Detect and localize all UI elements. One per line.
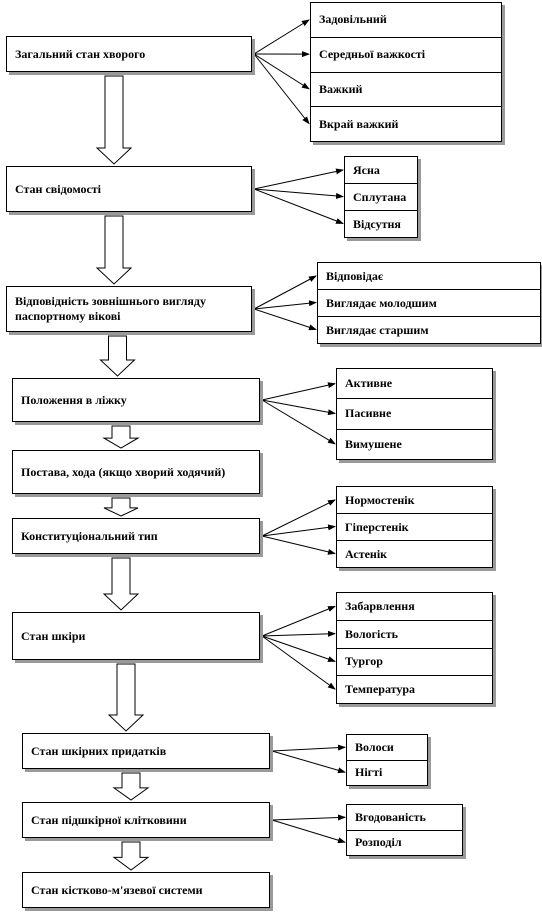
step-label: Положення в ліжку bbox=[21, 392, 127, 407]
option-item: Гіперстенік bbox=[337, 513, 492, 540]
step-consciousness: Стан свідомості bbox=[6, 166, 252, 212]
connector-arrow bbox=[271, 744, 346, 752]
connector-arrow bbox=[253, 300, 317, 310]
option-item: Вгодованість bbox=[355, 809, 426, 824]
flow-down-arrow bbox=[112, 841, 150, 871]
step-skin-condition: Стан шкіри bbox=[12, 612, 260, 660]
option-item: Важкий bbox=[311, 71, 501, 107]
step-general-condition: Загальний стан хворого bbox=[6, 36, 252, 72]
connector-arrow bbox=[253, 275, 317, 310]
flow-down-arrow bbox=[102, 557, 140, 611]
connector-arrow bbox=[253, 188, 344, 224]
step-label: Постава, хода (якщо хворий ходячий) bbox=[21, 464, 226, 479]
option-item: Вкрай важкий bbox=[311, 106, 501, 141]
connector-arrow bbox=[253, 53, 310, 90]
connector-arrow bbox=[261, 399, 336, 416]
option-item: Волоси bbox=[355, 739, 394, 754]
connector-arrow bbox=[253, 188, 344, 199]
connector-arrow bbox=[261, 635, 336, 662]
options-skin-condition: Забарвлення Вологість Тургор Температура bbox=[336, 592, 493, 704]
connector-arrow bbox=[271, 750, 346, 774]
option-item: Температура bbox=[337, 675, 492, 703]
step-bed-position: Положення в ліжку bbox=[12, 378, 260, 422]
options-constitution-type: Нормостенік Гіперстенік Астенік bbox=[336, 486, 493, 568]
connector-arrow bbox=[261, 499, 336, 537]
option-item: Активне bbox=[345, 376, 393, 391]
connector-arrow bbox=[253, 168, 344, 190]
option-item: Відсутня bbox=[345, 210, 417, 237]
option-item: Сплутана bbox=[345, 183, 417, 210]
option-item: Ясна bbox=[353, 162, 380, 177]
option-item: Нормостенік bbox=[345, 492, 415, 507]
step-label: Стан шкірних придатків bbox=[31, 743, 167, 758]
option-item: Виглядає старшим bbox=[318, 316, 540, 343]
step-label: Конституціональний тип bbox=[21, 528, 158, 543]
step-label: Стан свідомості bbox=[15, 181, 102, 196]
options-general-condition: Задовільний Середньої важкості Важкий Вк… bbox=[310, 2, 502, 142]
connector-arrow bbox=[261, 382, 336, 401]
step-label: Загальний стан хворого bbox=[15, 46, 146, 61]
options-consciousness: Ясна Сплутана Відсутня bbox=[344, 156, 418, 238]
options-subcutaneous-tissue: Вгодованість Розподіл bbox=[346, 804, 463, 856]
option-item: Відповідає bbox=[326, 268, 384, 283]
connector-arrow bbox=[261, 524, 336, 537]
connector-arrow bbox=[261, 535, 336, 555]
step-label: Відповідність зовнішнього вигляду паспор… bbox=[15, 294, 206, 323]
step-appearance-age: Відповідність зовнішнього вигляду паспор… bbox=[6, 286, 252, 332]
option-item: Виглядає молодшим bbox=[318, 289, 540, 316]
flow-down-arrow bbox=[107, 663, 145, 732]
options-appearance-age: Відповідає Виглядає молодшим Виглядає ст… bbox=[317, 262, 541, 344]
step-constitution-type: Конституціональний тип bbox=[12, 518, 260, 554]
flow-down-arrow bbox=[95, 215, 133, 285]
options-bed-position: Активне Пасивне Вимушене bbox=[336, 368, 493, 460]
flow-down-arrow bbox=[112, 772, 150, 801]
connector-arrow bbox=[253, 19, 310, 55]
connector-arrow bbox=[261, 399, 336, 445]
step-subcutaneous-tissue: Стан підшкірної клітковини bbox=[22, 802, 270, 838]
option-item: Тургор bbox=[337, 647, 492, 676]
connector-arrow bbox=[261, 630, 336, 637]
connector-arrow bbox=[271, 819, 346, 844]
step-posture-gait: Постава, хода (якщо хворий ходячий) bbox=[12, 450, 260, 494]
connector-arrow bbox=[261, 605, 336, 637]
connector-arrow bbox=[271, 814, 346, 821]
options-skin-appendages: Волоси Нігті bbox=[346, 734, 428, 786]
option-item: Забарвлення bbox=[345, 598, 415, 613]
flow-down-arrow bbox=[102, 425, 140, 449]
step-skin-appendages: Стан шкірних придатків bbox=[22, 733, 270, 769]
flow-down-arrow bbox=[99, 335, 136, 377]
option-item: Середньої важкості bbox=[311, 36, 501, 72]
option-item: Астенік bbox=[337, 540, 492, 567]
option-item: Розподіл bbox=[347, 829, 462, 856]
step-label: Стан шкіри bbox=[21, 628, 86, 643]
option-item: Пасивне bbox=[337, 398, 492, 428]
step-musculoskeletal-system: Стан кістково-м'язевої системи bbox=[22, 872, 270, 908]
connector-arrow bbox=[261, 635, 336, 690]
flow-down-arrow bbox=[95, 75, 133, 165]
connector-arrow bbox=[253, 308, 317, 331]
step-label: Стан кістково-м'язевої системи bbox=[31, 882, 203, 897]
connector-arrow bbox=[253, 53, 310, 125]
option-item: Вологість bbox=[337, 619, 492, 648]
step-label: Стан підшкірної клітковини bbox=[31, 812, 187, 827]
option-item: Задовільний bbox=[319, 12, 387, 27]
flow-down-arrow bbox=[103, 497, 139, 517]
option-item: Нігті bbox=[347, 759, 427, 786]
option-item: Вимушене bbox=[337, 428, 492, 459]
